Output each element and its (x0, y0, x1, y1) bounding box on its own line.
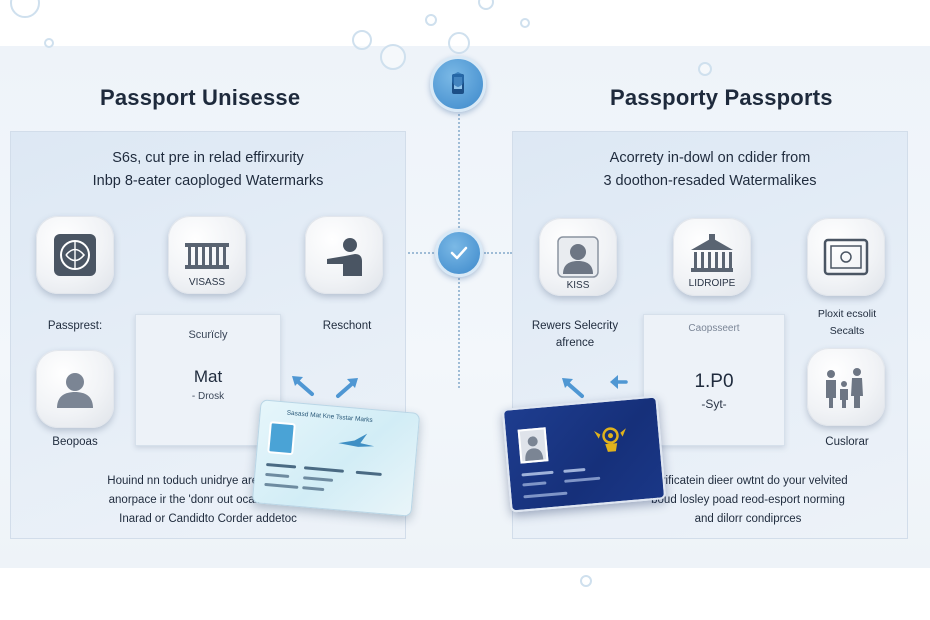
left-panel: S6s, cut pre in relad effirxurity Inbp 8… (10, 131, 406, 539)
left-card-header: Sasasd Mat Kne Tsstar Marks (286, 409, 373, 425)
tile-label-lidroipe: LIDROIPE (688, 278, 736, 289)
card-text-line (266, 462, 297, 469)
caption-rewers-line-1: Rewers Selecrity (531, 320, 619, 332)
card-text-line (264, 482, 299, 489)
building-icon (168, 216, 246, 294)
caption-rewers: Rewers Selecrity afrence (525, 318, 625, 352)
right-document-main: 1.P0 (694, 371, 734, 392)
arrow-icon (610, 375, 628, 389)
caption-passpress: Passprest: (47, 320, 103, 332)
decorative-bubble (448, 32, 470, 54)
bird-icon (338, 433, 375, 447)
card-text-line (265, 472, 290, 478)
decorative-bubble (698, 62, 712, 76)
right-document-sample: Caopsseert 1.P0 -Syt- (643, 314, 785, 446)
shield-phone-icon (430, 56, 486, 112)
decorative-bubble (44, 38, 54, 48)
decorative-bubble (580, 575, 592, 587)
card-photo-icon (267, 421, 296, 456)
connector-line (458, 278, 460, 388)
arrow-icon (336, 378, 358, 398)
card-text-line (302, 486, 325, 492)
right-footer-line-1: Verificatein dieer owtnt do your velvite… (648, 475, 848, 487)
family-icon (807, 348, 885, 426)
card-photo-icon (517, 427, 549, 464)
connector-line (484, 252, 512, 254)
document-frame-icon (807, 218, 885, 296)
left-intro-line-1: S6s, cut pre in relad effirxurity (112, 150, 304, 166)
right-intro-line-2: 3 doothon-resaded Watermalikes (603, 173, 817, 189)
card-text-line (564, 476, 601, 483)
left-document-sub: - Drosk (191, 391, 225, 402)
left-id-card: Sasasd Mat Kne Tsstar Marks (251, 399, 421, 517)
left-intro: S6s, cut pre in relad effirxurity Inbp 8… (11, 147, 405, 193)
decorative-bubble (425, 14, 437, 26)
decorative-bubble (380, 44, 406, 70)
tile-label-kiss: KISS (566, 280, 590, 291)
arrow-icon (562, 378, 584, 398)
right-footer-line-2: boud losley poad reod-esport norming (651, 494, 845, 506)
arrow-icon (292, 376, 314, 396)
passport-emblem-icon (36, 216, 114, 294)
decorative-bubble (10, 0, 40, 18)
card-text-line (355, 470, 382, 477)
person-silhouette-icon (36, 350, 114, 428)
person-bust-icon (539, 218, 617, 296)
decorative-bubble (478, 0, 494, 10)
right-document-sub: -Syt- (701, 397, 727, 411)
card-text-line (303, 476, 334, 482)
card-text-line (563, 467, 586, 473)
left-footer-line-3: Inarad or Candidto Corder addetoc (119, 513, 297, 525)
checkmark-icon (435, 229, 483, 277)
decorative-bubble (352, 30, 372, 50)
caption-rewers-line-2: afrence (555, 337, 595, 349)
caption-beopoas: Beopoas (52, 436, 98, 448)
right-intro: Acorrety in-dowl on cdider from 3 dootho… (513, 147, 907, 193)
connector-line (408, 252, 434, 254)
right-intro-line-1: Acorrety in-dowl on cdider from (609, 150, 811, 166)
left-intro-line-2: Inbp 8-eater caoploged Watermarks (92, 173, 324, 189)
caption-reschont: Reschont (322, 320, 372, 332)
person-pointing-icon (305, 216, 383, 294)
card-text-line (522, 481, 547, 487)
card-text-line (523, 491, 568, 499)
left-document-main: Mat (193, 367, 223, 386)
right-panel: Acorrety in-dowl on cdider from 3 dootho… (512, 131, 908, 539)
right-footer-text: Verificatein dieer owtnt do your velvite… (583, 472, 913, 529)
decorative-bubble (520, 18, 530, 28)
caption-ploxit-line-1: Ploxit ecsolit (817, 308, 877, 320)
caption-cuslorar: Cuslorar (825, 436, 869, 448)
caption-ploxit: Ploxit ecsolit Secalts (797, 306, 897, 340)
left-document-sample: Scurïcly Mat - Drosk (135, 314, 281, 446)
emblem-icon (594, 427, 626, 452)
right-document-header: Caopsseert (688, 323, 740, 334)
card-text-line (303, 466, 345, 473)
right-footer-line-3: and dilorr condiprces (694, 513, 802, 525)
right-id-card (501, 395, 667, 513)
building-icon (673, 218, 751, 296)
right-panel-title: Passporty Passports (610, 85, 833, 110)
card-text-line (521, 470, 554, 477)
connector-line (458, 110, 460, 228)
tile-label-visas: VISASS (188, 277, 226, 288)
left-panel-title: Passport Unisesse (100, 85, 301, 110)
caption-ploxit-line-2: Secalts (829, 325, 865, 337)
left-document-header: Scurïcly (188, 329, 228, 341)
